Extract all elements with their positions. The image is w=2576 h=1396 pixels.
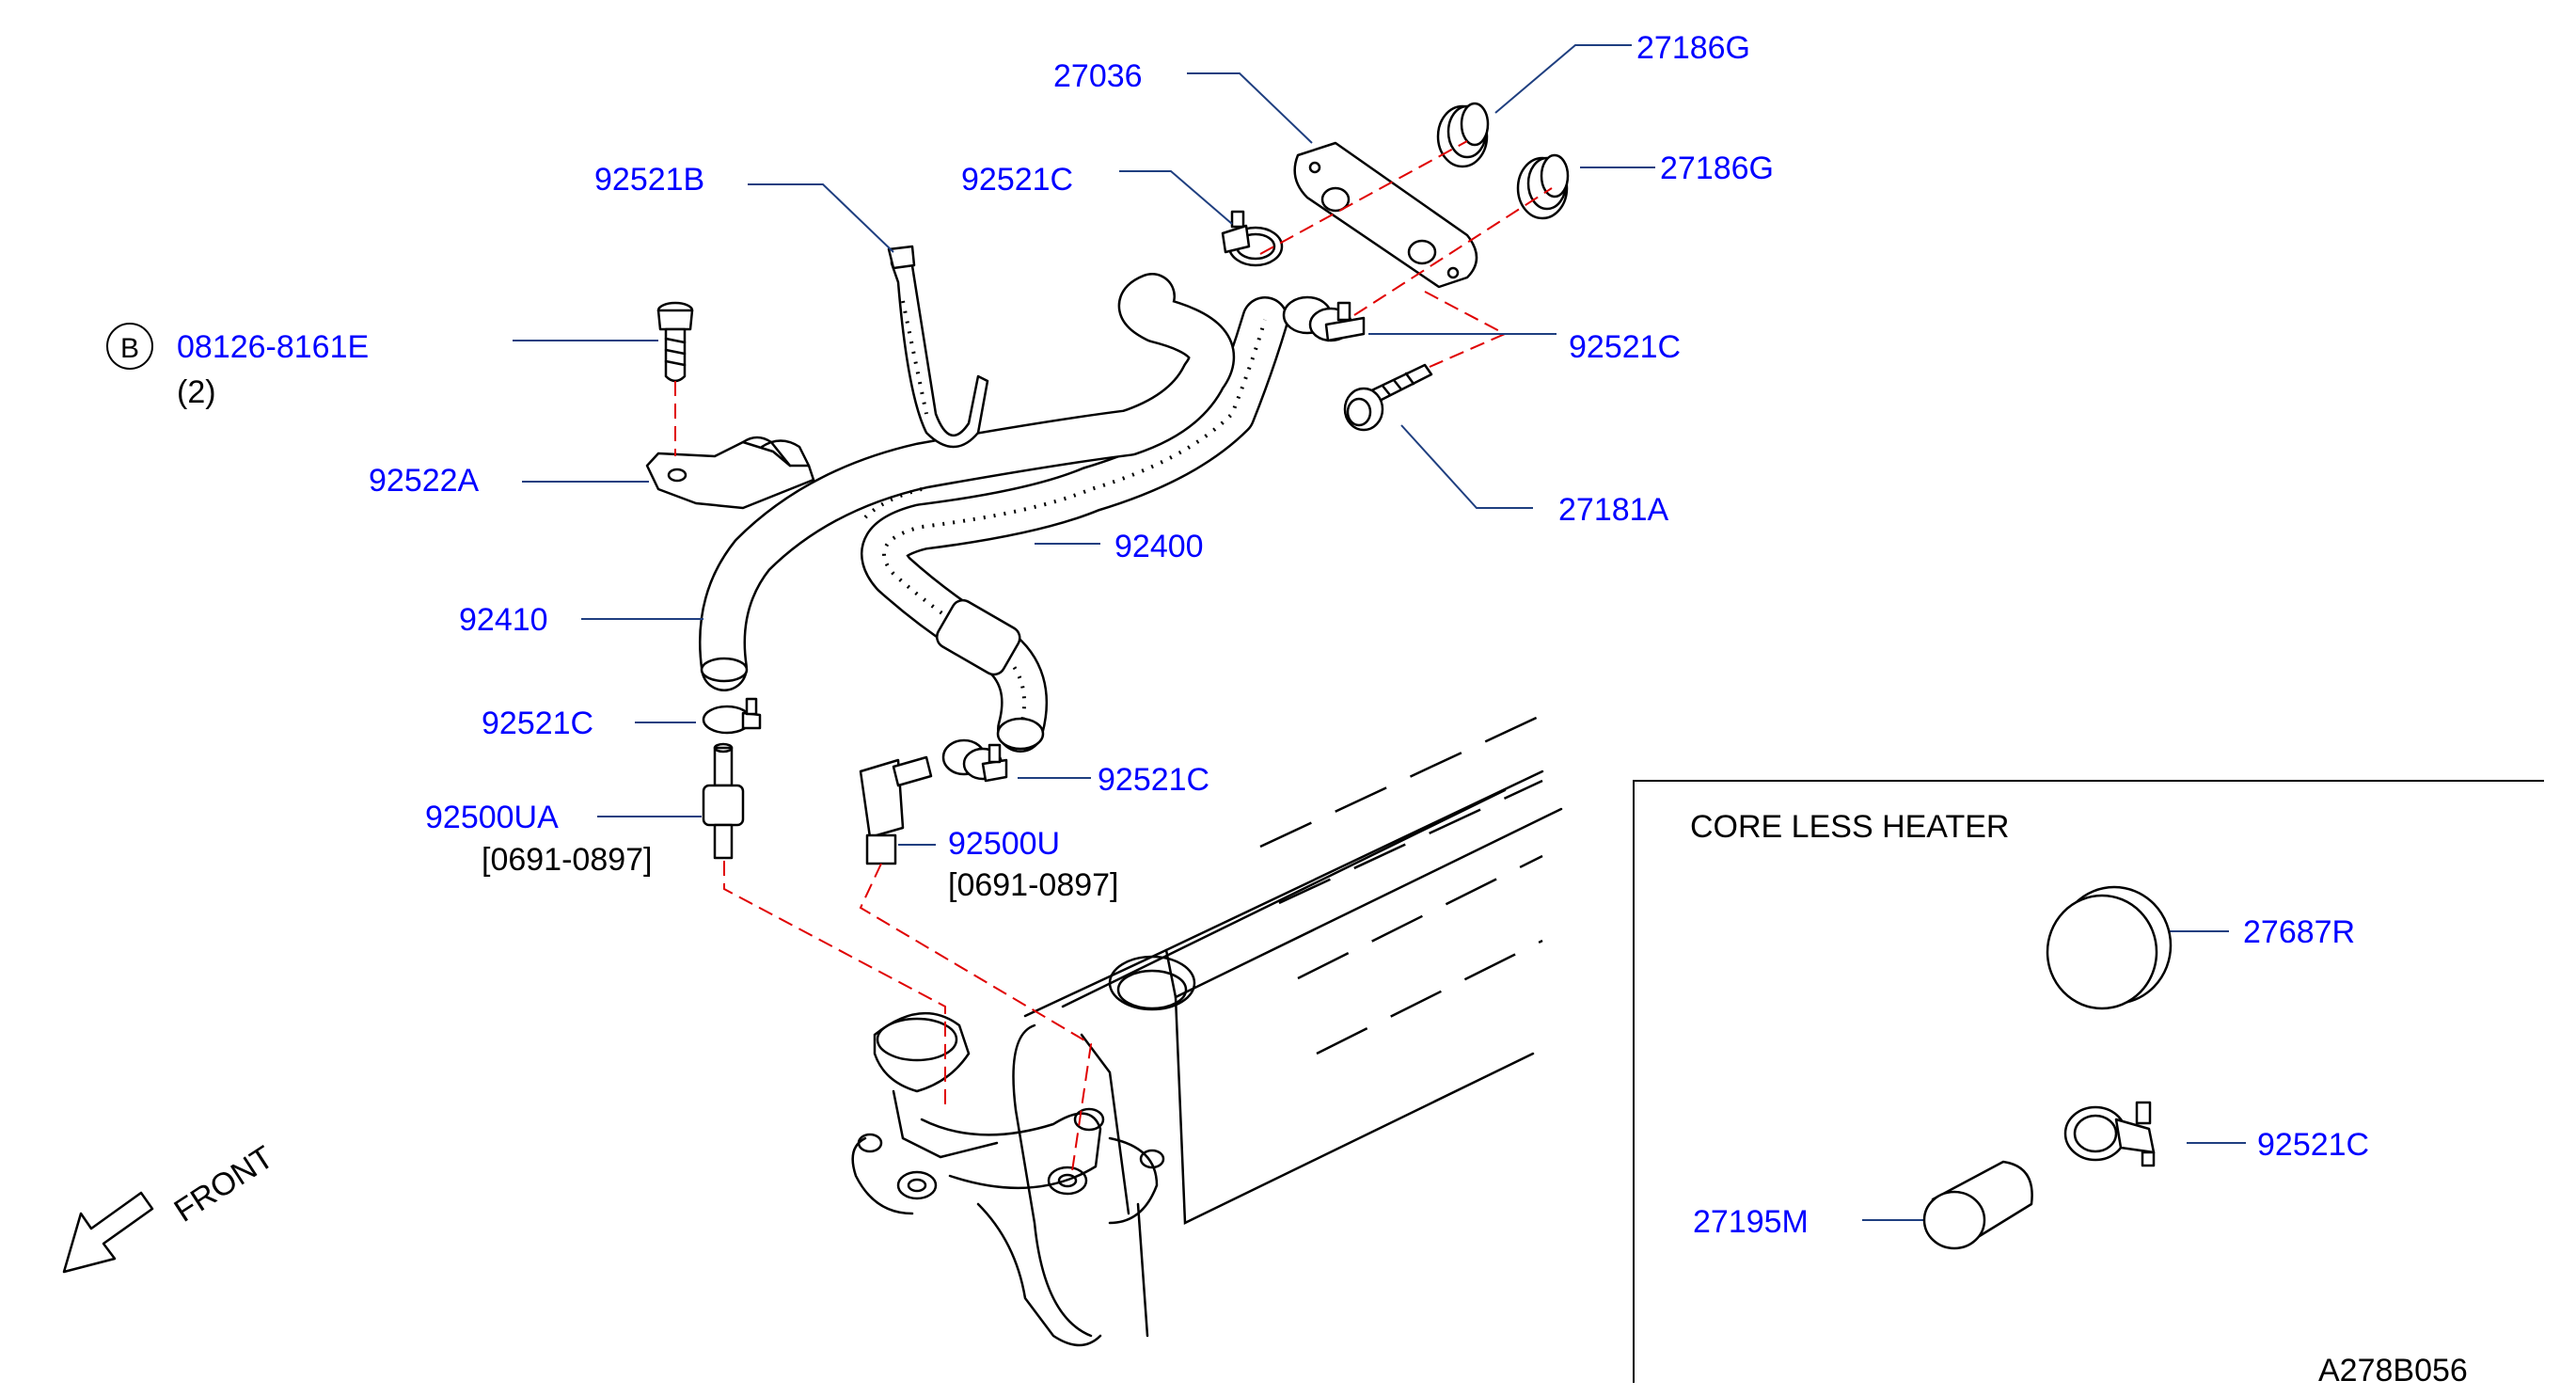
clamp-92521c-left — [702, 697, 762, 735]
bolt-08126-8161e — [656, 301, 694, 383]
clamp-92521c-mid — [941, 738, 1008, 783]
grommet-27186g-lower — [1516, 153, 1570, 220]
b-mark: B — [106, 323, 153, 370]
label-92500ua[interactable]: 92500UA — [425, 800, 559, 835]
label-08126-8161e[interactable]: 08126-8161E — [177, 329, 369, 365]
alignment-lines — [674, 140, 1553, 1172]
front-arrow: FRONT — [62, 1139, 280, 1274]
bracket-92522a — [645, 436, 815, 510]
label-27181a[interactable]: 27181A — [1558, 492, 1669, 528]
clamp-92521c-top — [1221, 210, 1284, 267]
clamp-92521c-right — [1282, 295, 1366, 342]
label-92521b[interactable]: 92521B — [594, 162, 704, 198]
connector-92500ua — [702, 742, 745, 860]
label-27687r[interactable]: 27687R — [2243, 914, 2355, 950]
label-92522a[interactable]: 92522A — [369, 463, 480, 499]
label-92410[interactable]: 92410 — [459, 602, 548, 638]
inset-core-less-heater: CORE LESS HEATER 27687R 92521C 27195M — [1633, 780, 2544, 1383]
label-27195m[interactable]: 27195M — [1693, 1204, 1809, 1240]
front-label: FRONT — [168, 1139, 280, 1229]
date-range-92500u: [0691-0897] — [948, 867, 1119, 903]
bracket-27036 — [1293, 141, 1478, 289]
connector-92500u — [859, 755, 933, 865]
engine-outline — [851, 713, 1563, 1347]
diagram-code: A278B056 — [2318, 1353, 2468, 1388]
label-92400[interactable]: 92400 — [1114, 529, 1204, 564]
label-27186g-upper[interactable]: 27186G — [1636, 30, 1750, 66]
plug-27195m — [1922, 1160, 2033, 1250]
label-27186g-lower[interactable]: 27186G — [1660, 151, 1774, 186]
cap-27687r — [2046, 885, 2173, 1010]
label-92500u[interactable]: 92500U — [948, 826, 1060, 862]
hose-92400 — [861, 296, 1288, 753]
grommet-27186g-upper — [1436, 102, 1490, 168]
date-range-92500ua: [0691-0897] — [482, 842, 653, 878]
label-92521c-inset[interactable]: 92521C — [2257, 1127, 2369, 1163]
label-92521c-left[interactable]: 92521C — [482, 706, 593, 741]
clip-92521b — [887, 245, 989, 449]
part-labels: 27036 27186G 27186G 92521B 92521C 92521C… — [177, 30, 1774, 903]
leader-lines — [513, 44, 2246, 1221]
clamp-92521c-inset — [2063, 1101, 2156, 1167]
inset-title: CORE LESS HEATER — [1690, 809, 2009, 845]
quantity-note: (2) — [177, 374, 216, 410]
label-92521c-right[interactable]: 92521C — [1569, 329, 1681, 365]
b-mark-letter: B — [120, 333, 139, 364]
label-92521c-mid[interactable]: 92521C — [1098, 762, 1209, 798]
label-92521c-top[interactable]: 92521C — [961, 162, 1073, 198]
label-27036[interactable]: 27036 — [1053, 58, 1143, 94]
screw-27181a — [1343, 363, 1433, 432]
hose-92410 — [699, 273, 1235, 691]
